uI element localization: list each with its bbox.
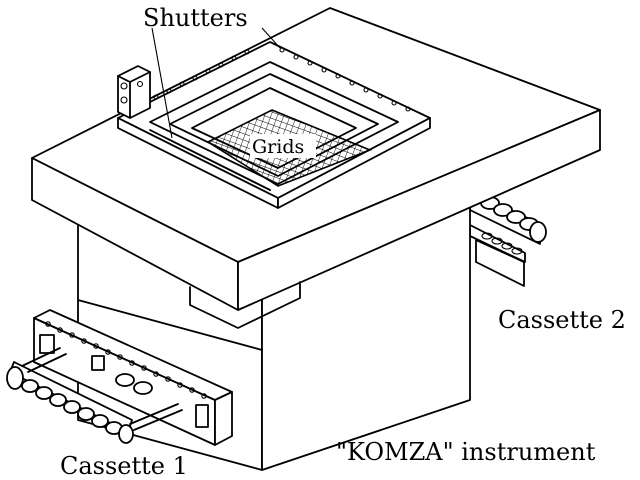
shutter-rail-holes: [127, 47, 411, 113]
cassette-1-rollers: [6, 366, 134, 444]
shutter-mount-block: [117, 65, 151, 119]
label-cassette-1: Cassette 1: [60, 452, 188, 480]
label-instrument: "KOMZA" instrument: [336, 438, 596, 466]
label-cassette-2: Cassette 2: [498, 306, 626, 334]
shutters-leader-left: [151, 27, 173, 139]
cassette-2: [469, 189, 547, 287]
leader-lines: [151, 27, 281, 139]
grids-label-backdrop: [250, 134, 316, 158]
cassette-2-rollers: [480, 196, 547, 243]
cassette-1-top-holes: [45, 321, 207, 399]
top-slab-right-face: [237, 109, 601, 311]
label-shutters: Shutters: [143, 4, 248, 32]
cassette-2-lower-rollers: [481, 232, 523, 255]
cassette-1: [6, 309, 233, 446]
shutters-leader-right: [261, 27, 281, 49]
label-grids: Grids: [252, 136, 304, 158]
shutter-assembly: [117, 41, 431, 209]
cassette-1-slots: [39, 334, 209, 428]
